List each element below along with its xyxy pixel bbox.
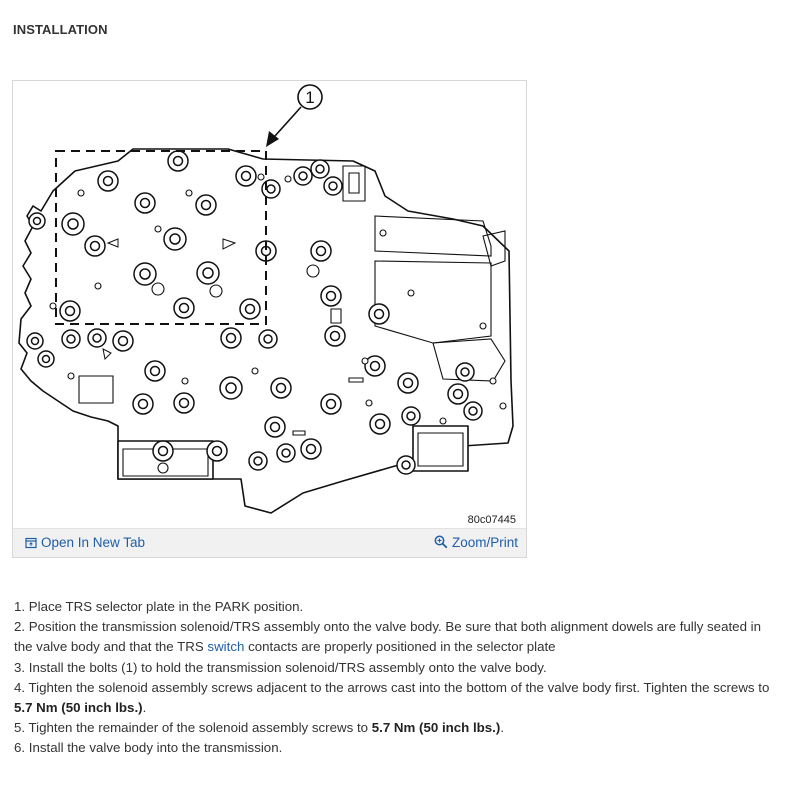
figure-code: 80c07445 [467,514,516,526]
step-6: 6. Install the valve body into the trans… [14,740,283,756]
open-new-tab-icon [25,537,37,549]
bolt-pattern [26,150,507,475]
figure-panel: 1 80c07445 Open In New Tab Zoom/Print [12,80,527,558]
step-5: 5. Tighten the remainder of the solenoid… [14,720,505,736]
step-2: 2. Position the transmission solenoid/TR… [14,619,762,655]
open-new-tab-label: Open In New Tab [41,535,146,550]
torque-spec: 5.7 Nm (50 inch lbs.) [371,720,501,736]
step-4: 4. Tighten the solenoid assembly screws … [14,679,770,716]
callout-number: 1 [305,88,314,107]
zoom-icon [434,535,448,549]
valve-body-diagram: 1 [18,84,514,514]
zoom-print-label: Zoom/Print [451,535,518,550]
open-new-tab-link[interactable]: Open In New Tab [25,535,145,550]
installation-steps: 1. Place TRS selector plate in the PARK … [14,597,774,759]
switch-link[interactable]: switch [207,639,245,655]
section-heading: INSTALLATION [13,22,108,37]
step-3: 3. Install the bolts (1) to hold the tra… [14,659,547,675]
figure-footer: Open In New Tab Zoom/Print [13,528,526,557]
step-1: 1. Place TRS selector plate in the PARK … [14,599,304,614]
torque-spec: 5.7 Nm (50 inch lbs.) [14,700,143,716]
zoom-print-link[interactable]: Zoom/Print [434,535,518,550]
